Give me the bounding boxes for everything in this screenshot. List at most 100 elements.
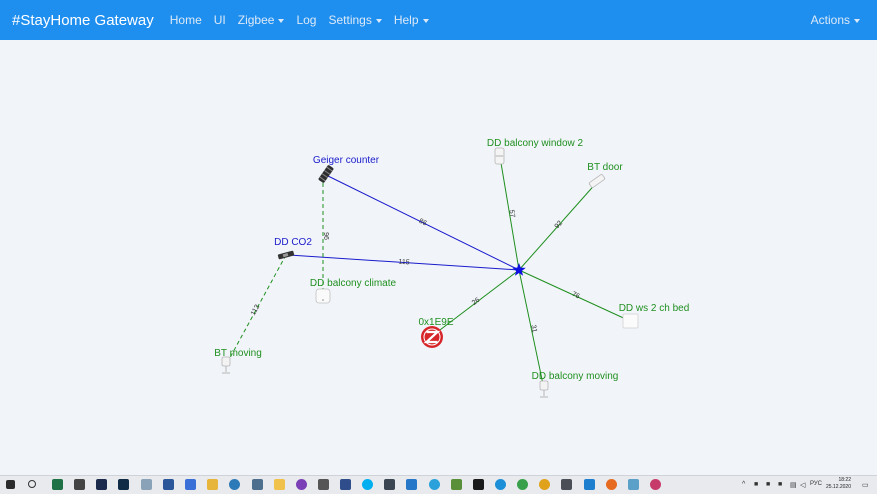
edge-icon[interactable] xyxy=(495,479,506,490)
word-icon[interactable] xyxy=(163,479,174,490)
node-label-co2[interactable]: DD CO2 xyxy=(274,237,312,248)
lqi-label: 86 xyxy=(418,218,428,228)
skype-icon[interactable] xyxy=(362,479,373,490)
app-icon[interactable] xyxy=(74,479,85,490)
media-player-icon[interactable] xyxy=(296,479,307,490)
app-icon[interactable] xyxy=(517,479,528,490)
lqi-label: 96 xyxy=(322,232,329,240)
actions-label: Actions xyxy=(810,13,850,27)
folder-icon[interactable] xyxy=(274,479,285,490)
lqi-label: 115 xyxy=(398,259,410,267)
link-geiger xyxy=(325,174,520,271)
telegram-icon[interactable] xyxy=(429,479,440,490)
node-label-zigbee[interactable]: 0x1E9E xyxy=(418,317,453,328)
camera-icon[interactable] xyxy=(406,479,417,490)
door-sensor-icon[interactable] xyxy=(588,174,606,188)
link-ws2ch xyxy=(518,269,631,322)
lqi-label: 26 xyxy=(471,297,482,307)
nav-zigbee-label: Zigbee xyxy=(237,13,275,27)
app-icon[interactable] xyxy=(650,479,661,490)
app-tray-icon[interactable]: ■ xyxy=(766,481,771,488)
node-label-climate[interactable]: DD balcony climate xyxy=(310,278,397,289)
chevron-up-icon[interactable]: ^ xyxy=(742,481,746,488)
app-icon[interactable] xyxy=(318,479,329,490)
nav-settings-label: Settings xyxy=(328,13,372,27)
nav-log[interactable]: Log xyxy=(296,13,316,27)
actions-menu[interactable]: Actions xyxy=(811,13,860,27)
lightroom-icon[interactable] xyxy=(96,479,107,490)
clock-date: 25.12.2020 xyxy=(825,484,851,490)
chevron-down-icon xyxy=(278,18,285,23)
terminal-icon[interactable] xyxy=(473,479,484,490)
climate-sensor-icon[interactable] xyxy=(315,288,331,304)
app-icon[interactable] xyxy=(561,479,572,490)
save-icon[interactable] xyxy=(340,479,351,490)
link-window2 xyxy=(499,156,520,271)
volume-icon[interactable]: ◁ xyxy=(800,482,806,489)
links-layer xyxy=(225,156,631,390)
nav-ui-label: UI xyxy=(213,13,226,27)
wall-switch-icon[interactable] xyxy=(622,313,639,329)
zigbee-logo-icon[interactable] xyxy=(421,326,443,348)
node-label-balmoving[interactable]: DD balcony moving xyxy=(532,371,619,382)
node-labels: Geiger counter DD CO2 DD balcony window … xyxy=(214,138,689,382)
blue-star-icon[interactable] xyxy=(512,263,526,276)
chevron-down-icon xyxy=(854,18,860,23)
nav-log-label: Log xyxy=(296,13,317,27)
clock[interactable]: 18:22 25.12.2020 xyxy=(826,477,851,491)
node-label-window2[interactable]: DD balcony window 2 xyxy=(487,138,584,149)
app-icon[interactable] xyxy=(384,479,395,490)
nav-ui[interactable]: UI xyxy=(214,13,226,27)
browser-icon[interactable] xyxy=(229,479,240,490)
nav-help[interactable]: Help xyxy=(394,13,429,27)
node-label-ws2ch[interactable]: DD ws 2 ch bed xyxy=(619,303,690,314)
excel-icon[interactable] xyxy=(52,479,63,490)
notes-icon[interactable] xyxy=(141,479,152,490)
link-balmoving xyxy=(518,269,545,390)
app-tray-icon[interactable]: ■ xyxy=(754,481,759,488)
link-btdoor xyxy=(518,180,599,271)
node-label-btdoor[interactable]: BT door xyxy=(587,162,623,173)
vscode-icon[interactable] xyxy=(584,479,595,490)
nav-help-label: Help xyxy=(393,13,419,27)
chevron-down-icon xyxy=(375,18,382,23)
geiger-counter-icon[interactable] xyxy=(318,165,334,184)
app-icon[interactable] xyxy=(252,479,263,490)
chevron-down-icon xyxy=(422,18,429,23)
brand-title[interactable]: #StayHome Gateway xyxy=(12,11,154,29)
app-tray-icon[interactable]: ■ xyxy=(778,481,783,488)
node-label-btmoving[interactable]: BT moving xyxy=(214,348,262,359)
network-icon[interactable]: ▤ xyxy=(790,482,797,489)
app-icon[interactable] xyxy=(451,479,462,490)
clock-time: 18:22 xyxy=(838,477,851,483)
app-icon[interactable] xyxy=(185,479,196,490)
chrome-icon[interactable] xyxy=(539,479,550,490)
motion-sensor-icon[interactable] xyxy=(221,356,231,374)
windows-start-icon[interactable] xyxy=(6,480,15,489)
lqi-label: 31 xyxy=(529,324,537,333)
link-zigbee xyxy=(431,269,520,337)
app-icon[interactable] xyxy=(628,479,639,490)
lqi-label: 113 xyxy=(250,304,262,317)
firefox-icon[interactable] xyxy=(606,479,617,490)
nav-home[interactable]: Home xyxy=(170,13,202,27)
network-map[interactable]: 86 115 57 92 76 26 31 96 113 xyxy=(0,40,877,475)
motion-sensor-icon[interactable] xyxy=(539,380,549,398)
nav-home-label: Home xyxy=(169,13,202,27)
co2-sensor-icon[interactable] xyxy=(277,250,295,260)
lqi-label: 76 xyxy=(571,291,581,301)
window-sensor-icon[interactable] xyxy=(494,147,505,165)
lqi-label: 57 xyxy=(507,209,515,218)
nav-zigbee[interactable]: Zigbee xyxy=(238,13,285,27)
search-icon[interactable] xyxy=(28,480,36,488)
windows-taskbar: ^ ■ ■ ■ ▤ ◁ РУС 18:22 25.12.2020 ▭ xyxy=(0,475,877,494)
explorer-icon[interactable] xyxy=(207,479,218,490)
keyboard-lang[interactable]: РУС xyxy=(810,481,823,487)
node-label-geiger[interactable]: Geiger counter xyxy=(313,155,380,166)
link-co2 xyxy=(288,254,520,271)
nav-settings[interactable]: Settings xyxy=(328,13,382,27)
lqi-label: 92 xyxy=(554,220,564,231)
notifications-icon[interactable]: ▭ xyxy=(862,482,869,489)
photoshop-icon[interactable] xyxy=(118,479,129,490)
lqi-labels: 86 115 57 92 76 26 31 96 113 xyxy=(250,209,581,333)
